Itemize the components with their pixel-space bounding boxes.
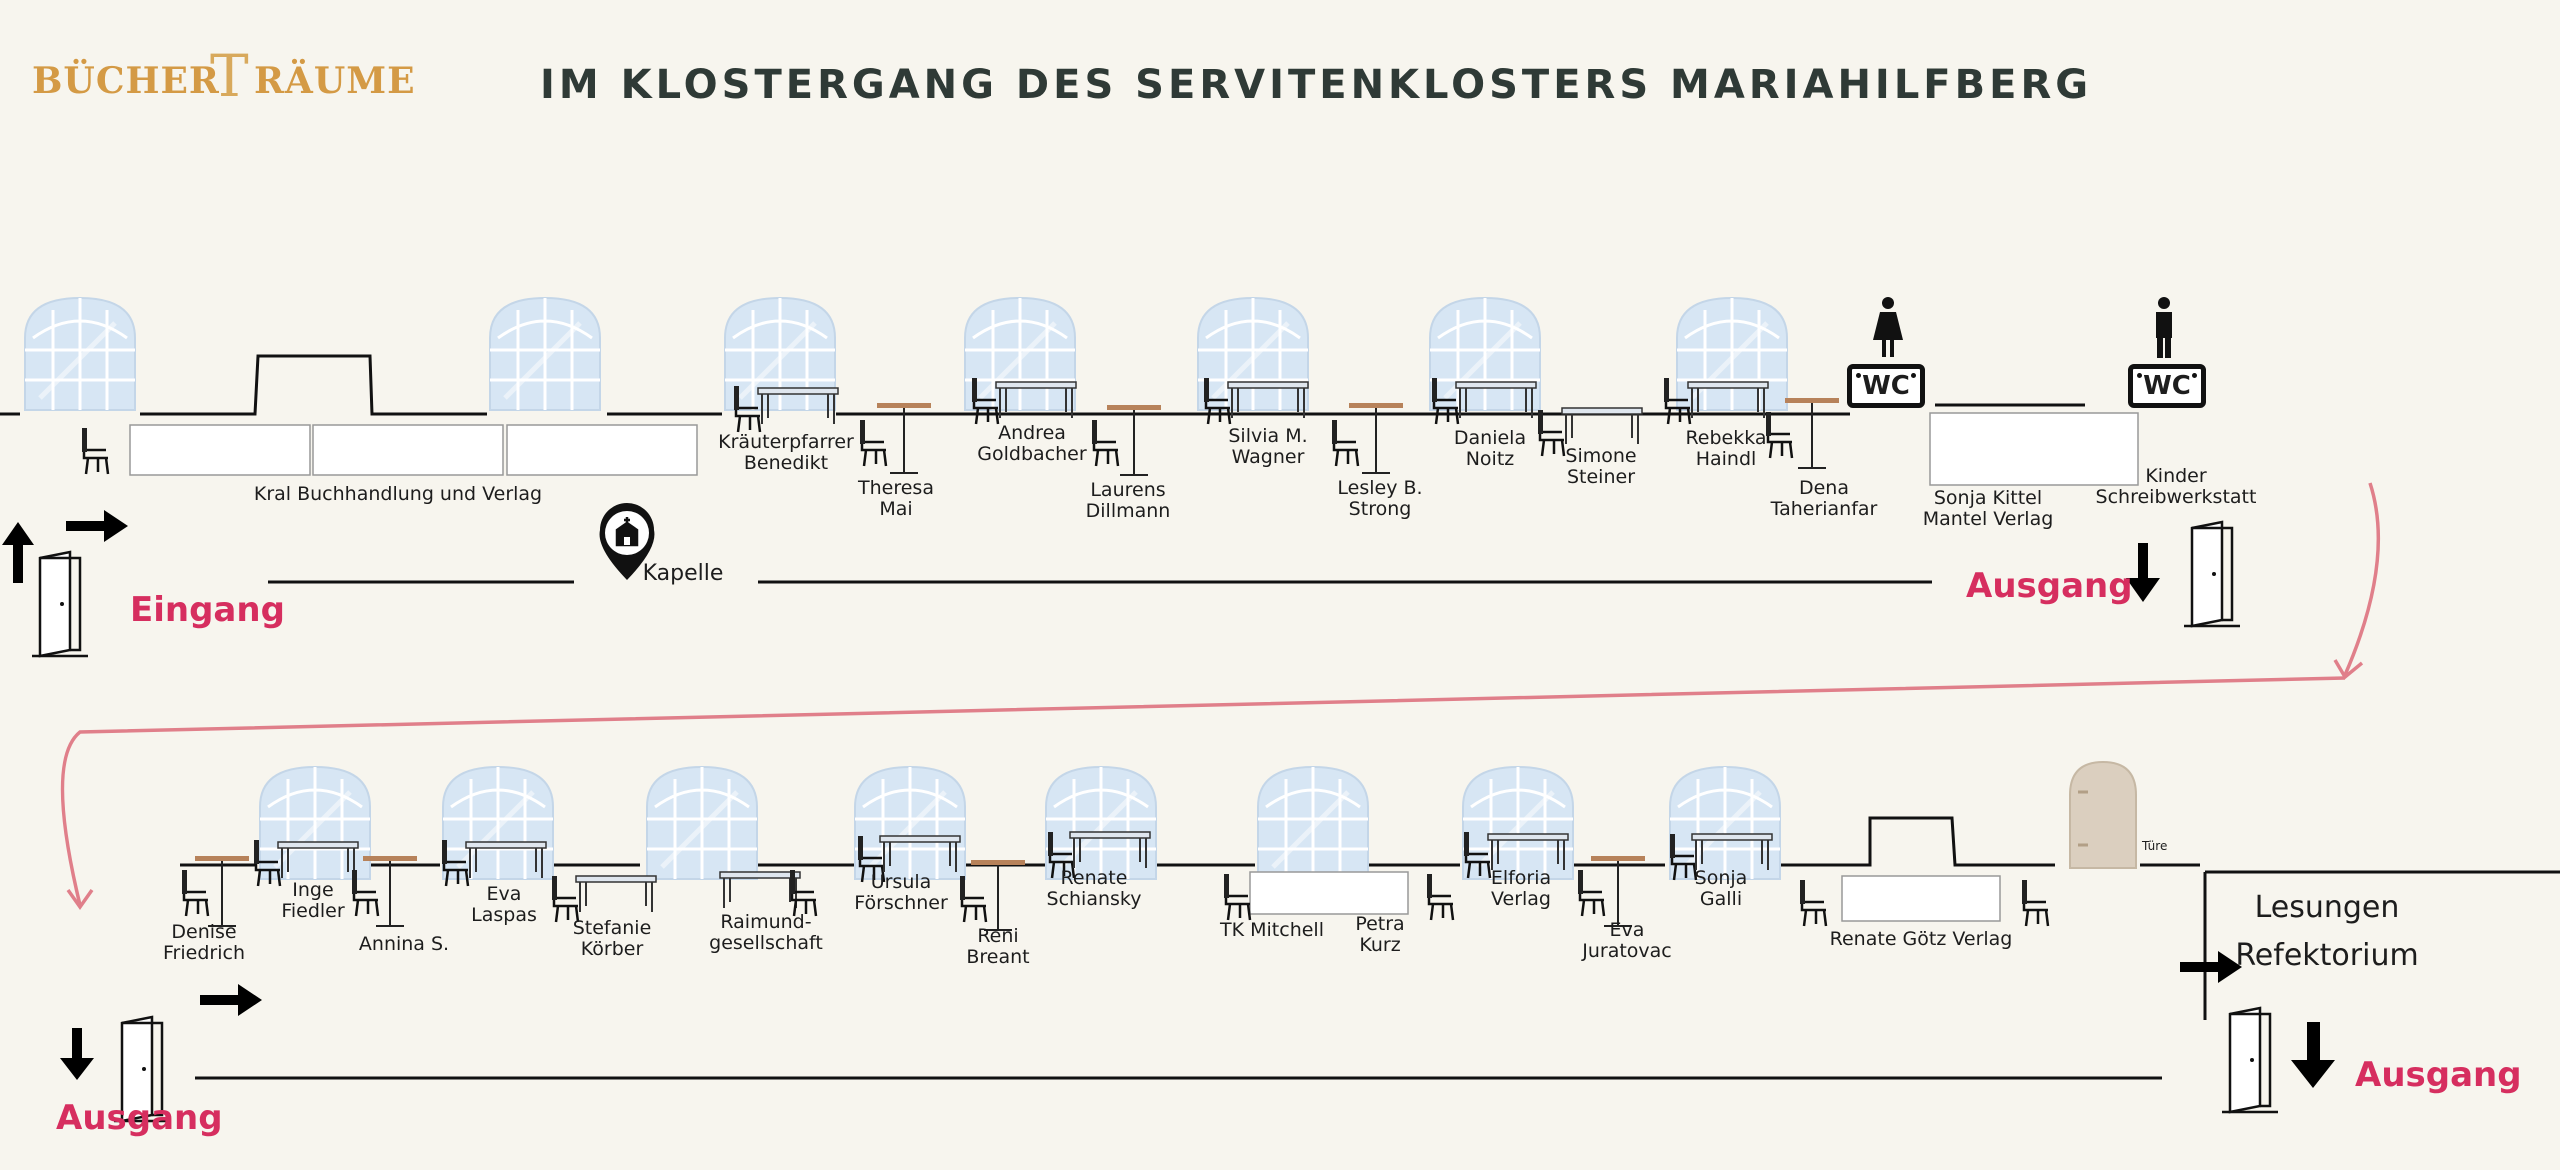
refectory-label: Lesungen Refektorium [2235,890,2419,973]
vendor-label: Inge Fiedler [281,879,345,922]
chair-icon [1222,872,1252,922]
window-icon [647,767,757,879]
vendor-label: Daniela Noitz [1453,427,1527,470]
vendor-label: Eva Juratovac [1582,919,1672,962]
arrow-right-icon [66,510,128,542]
vendor-label: Raimund- gesellschaft [709,911,823,954]
chair-icon [80,426,110,476]
vendor-label: Renate Schiansky [1046,867,1142,910]
chair-icon [1330,418,1360,468]
vendor-label: Petra Kurz [1355,913,1405,956]
vendor-label: Kinder Schreibwerkstatt [2095,465,2257,508]
chair-icon [788,868,818,918]
vendor-label: Kral Buchhandlung und Verlag [253,483,543,505]
flow-arrow-icon [60,482,2381,911]
door-icon [2220,1006,2280,1114]
window-icon [1670,767,1780,879]
chair-icon [1090,418,1120,468]
vendor-label: Elforia Verlag [1490,867,1552,910]
row1-stands [129,412,2139,486]
window-icon [25,298,135,410]
chapel-label: Kapelle [642,561,724,586]
vendor-label: Kräuterpfarrer Benedikt [718,431,854,474]
round-table-icon [970,859,1026,931]
window-icon [965,298,1075,410]
chair-icon [1798,878,1828,928]
wc-sign-icon: WC [2128,364,2206,408]
exit-label: Ausgang [1966,566,2133,606]
vendor-label: Renate Götz Verlag [1829,928,2013,950]
window-icon [855,767,965,879]
chair-icon [1764,410,1794,460]
table-icon [719,871,801,909]
chair-icon [550,874,580,924]
window-icon [1258,767,1368,879]
entrance-label: Eingang [130,590,285,630]
row1-windows [25,298,1787,410]
window-icon [1677,298,1787,410]
logo-text-right: RÄUME [254,60,416,102]
chair-icon [1576,868,1606,918]
vendor-label: Dena Taherianfar [1770,477,1878,520]
vendor-label: Silvia M. Wagner [1228,425,1308,468]
exit-label: Ausgang [56,1098,223,1138]
location-pin-church-icon [599,503,655,580]
chair-icon [1536,408,1566,458]
arrow-down-icon [60,1028,94,1080]
vendor-label: Denise Friedrich [163,921,245,964]
woman-icon [1873,297,1903,357]
arrow-down-icon [2126,543,2160,602]
chair-icon [1425,872,1455,922]
arrow-down-icon [2291,1022,2335,1088]
logo: BÜCHER T RÄUME [32,42,462,120]
vendor-label: Sonja Galli [1694,867,1748,910]
arrow-right-icon [2180,951,2242,983]
chair-icon [958,874,988,924]
window-icon [490,298,600,410]
window-icon [1198,298,1308,410]
arrow-right-icon [200,984,262,1016]
row2-stands [1249,871,2001,922]
window-icon [1430,298,1540,410]
door-icon [30,550,90,658]
wc-sign-icon: WC [1847,364,1925,408]
row1-walls [0,354,2560,1080]
vendor-label: Andrea Goldbacher [977,422,1087,465]
vendor-label: Lesley B. Strong [1337,477,1423,520]
vendor-label: Annina S. [358,933,450,955]
chair-icon [858,418,888,468]
door-label: Türe [2142,839,2168,853]
vendor-label: Theresa Mai [858,477,934,520]
vendor-label: Laurens Dillmann [1085,479,1171,522]
man-icon [2156,297,2172,358]
vendor-label: Sonja Kittel Mantel Verlag [1922,487,2054,530]
vendor-label: Stefanie Körber [572,917,652,960]
logo-initial: T [210,42,250,110]
table-icon [1561,407,1643,445]
wooden-door-icon [2069,760,2137,869]
chair-icon [180,868,210,918]
exit-label: Ausgang [2355,1055,2522,1095]
vendor-label: Ursula Förschner [854,871,948,914]
vendor-label: Reni Breant [966,925,1030,968]
vendor-label: Eva Laspas [471,883,537,926]
page-title: IM KLOSTERGANG DES SERVITENKLOSTERS MARI… [540,62,2093,108]
vendor-label: Rebekka Haindl [1685,427,1767,470]
logo-text-left: BÜCHER [32,60,220,102]
door-icon [2182,520,2242,628]
vendor-label: TK Mitchell [1220,919,1324,941]
vendor-label: Simone Steiner [1565,445,1637,488]
arrow-up-icon [2,522,34,583]
chair-icon [2020,878,2050,928]
table-icon [575,875,657,913]
